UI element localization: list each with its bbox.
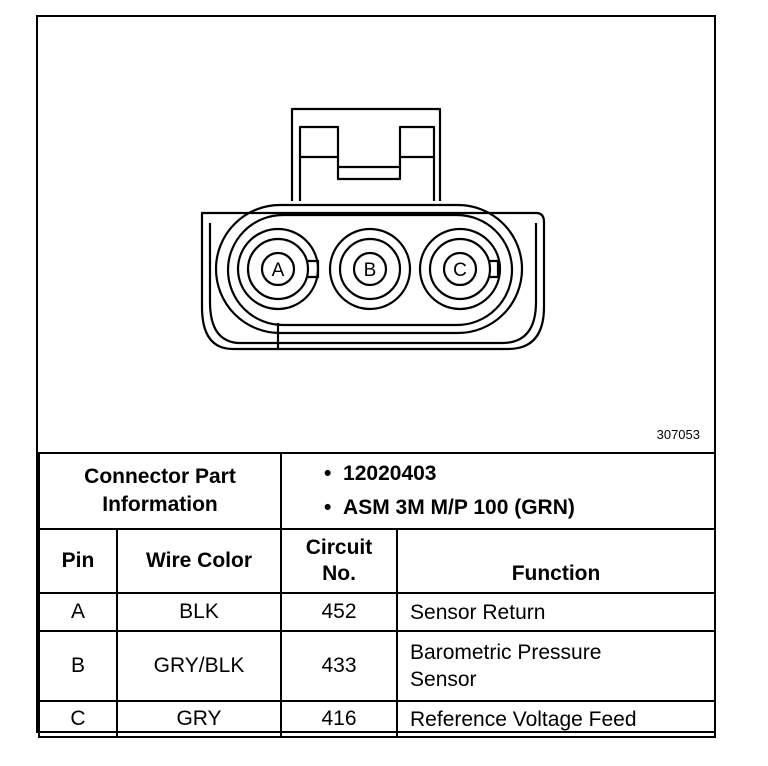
housing-inner [208, 223, 538, 345]
table-row: B GRY/BLK 433 Barometric Pressure Sensor [38, 630, 717, 702]
row-wire-color: GRY [115, 700, 283, 738]
header-circuit-no: Circuit No. [280, 528, 399, 594]
pin-C-terminal: C [418, 227, 502, 311]
table-header-row: Pin Wire Color Circuit No. Function [38, 528, 717, 594]
table-row: C GRY 416 Reference Voltage Feed [38, 700, 717, 738]
header-function: Function [396, 528, 717, 594]
row-circuit: 452 [280, 592, 399, 632]
header-pin: Pin [38, 528, 118, 594]
row-function: Sensor Return [396, 592, 717, 632]
header-wire-color: Wire Color [115, 528, 283, 594]
part-info-row: Connector Part Information • 12020403 • … [37, 452, 717, 530]
row-wire-color: GRY/BLK [115, 630, 283, 702]
pin-B-label: B [364, 260, 377, 281]
row-circuit: 433 [280, 630, 399, 702]
pin-C-label: C [453, 260, 467, 281]
part-info-list: • 12020403 • ASM 3M M/P 100 (GRN) [280, 452, 717, 530]
row-wire-color: BLK [115, 592, 283, 632]
pin-A-terminal: A [236, 227, 320, 311]
figure-number: 307053 [656, 427, 700, 442]
part-info-item: • ASM 3M M/P 100 (GRN) [324, 496, 575, 519]
row-pin: B [38, 630, 118, 702]
part-info-item: • 12020403 [324, 462, 437, 485]
row-pin: A [38, 592, 118, 632]
part-info-label: Connector Part Information [37, 452, 283, 530]
row-circuit: 416 [280, 700, 399, 738]
row-pin: C [38, 700, 118, 738]
connector-diagram: A B C [200, 107, 546, 351]
lock-tab-outline [290, 107, 442, 201]
connector-info-table: Connector Part Information • 12020403 • … [37, 452, 717, 738]
housing-outer [200, 211, 546, 351]
pin-A-label: A [272, 260, 285, 281]
pin-B-terminal: B [328, 227, 412, 311]
connector-frame: A B C 307053 Connector Part Information [36, 15, 717, 738]
pin-cavity-oval [214, 203, 524, 335]
row-function: Barometric Pressure Sensor [396, 630, 717, 702]
table-row: A BLK 452 Sensor Return [38, 592, 717, 632]
row-function: Reference Voltage Feed [396, 700, 717, 738]
lock-tab-inner [298, 125, 436, 201]
